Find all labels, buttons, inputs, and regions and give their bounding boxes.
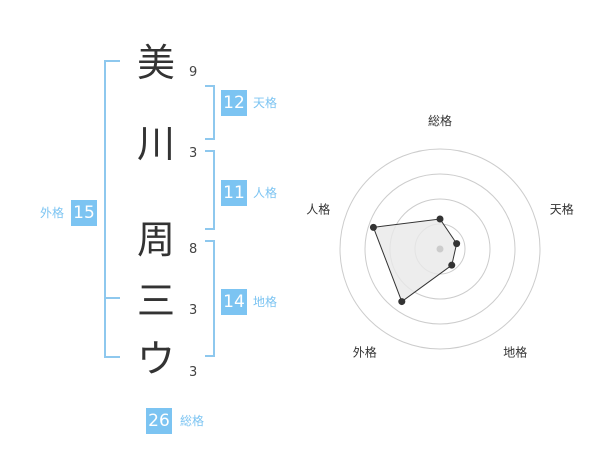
name-char-1: 美 bbox=[136, 41, 175, 85]
radar-point-4 bbox=[398, 298, 406, 306]
name-char-4: 三 bbox=[136, 279, 175, 323]
gaikaku-label: 外格 bbox=[40, 206, 65, 220]
name-char-5: ウ bbox=[136, 337, 175, 381]
radar-points bbox=[369, 215, 461, 306]
tenkaku-bracket bbox=[205, 85, 215, 140]
name-char-3: 周 bbox=[136, 218, 175, 262]
tenkaku-label: 天格 bbox=[253, 96, 278, 110]
jinkaku-bracket bbox=[205, 150, 215, 230]
soukaku-badge: 26 bbox=[146, 408, 172, 434]
chikaku-label: 地格 bbox=[253, 295, 278, 309]
stroke-count-4: 3 bbox=[189, 303, 198, 318]
radar-center-marker bbox=[436, 245, 444, 253]
radar-point-1 bbox=[436, 215, 444, 223]
radar-axis-label-1: 総格 bbox=[428, 113, 452, 128]
radar-point-5 bbox=[369, 223, 377, 231]
radar-axis-label-5: 人格 bbox=[306, 201, 330, 216]
name-char-2: 川 bbox=[136, 122, 175, 166]
radar-series-area bbox=[372, 218, 458, 303]
gaikaku-badge: 15 bbox=[71, 200, 97, 226]
radar-axis-label-3: 地格 bbox=[503, 345, 527, 360]
tenkaku-badge: 12 bbox=[221, 90, 247, 116]
chikaku-bracket bbox=[205, 240, 215, 357]
jinkaku-label: 人格 bbox=[253, 186, 278, 200]
chikaku-badge: 14 bbox=[221, 289, 247, 315]
gaikaku-bracket bbox=[104, 60, 120, 358]
radar-ring-4 bbox=[339, 148, 541, 350]
stroke-count-1: 9 bbox=[189, 65, 198, 80]
radar-point-2 bbox=[453, 240, 461, 248]
radar-point-3 bbox=[448, 261, 456, 269]
soukaku-label: 総格 bbox=[180, 414, 205, 428]
jinkaku-badge: 11 bbox=[221, 180, 247, 206]
gaikaku-bracket-tick bbox=[104, 297, 120, 299]
stroke-count-5: 3 bbox=[189, 365, 198, 380]
radar-axis-label-4: 外格 bbox=[353, 345, 377, 360]
stroke-count-3: 8 bbox=[189, 242, 198, 257]
radar-ring-3 bbox=[364, 173, 516, 325]
stroke-count-2: 3 bbox=[189, 146, 198, 161]
radar-axis-label-2: 天格 bbox=[550, 201, 574, 216]
